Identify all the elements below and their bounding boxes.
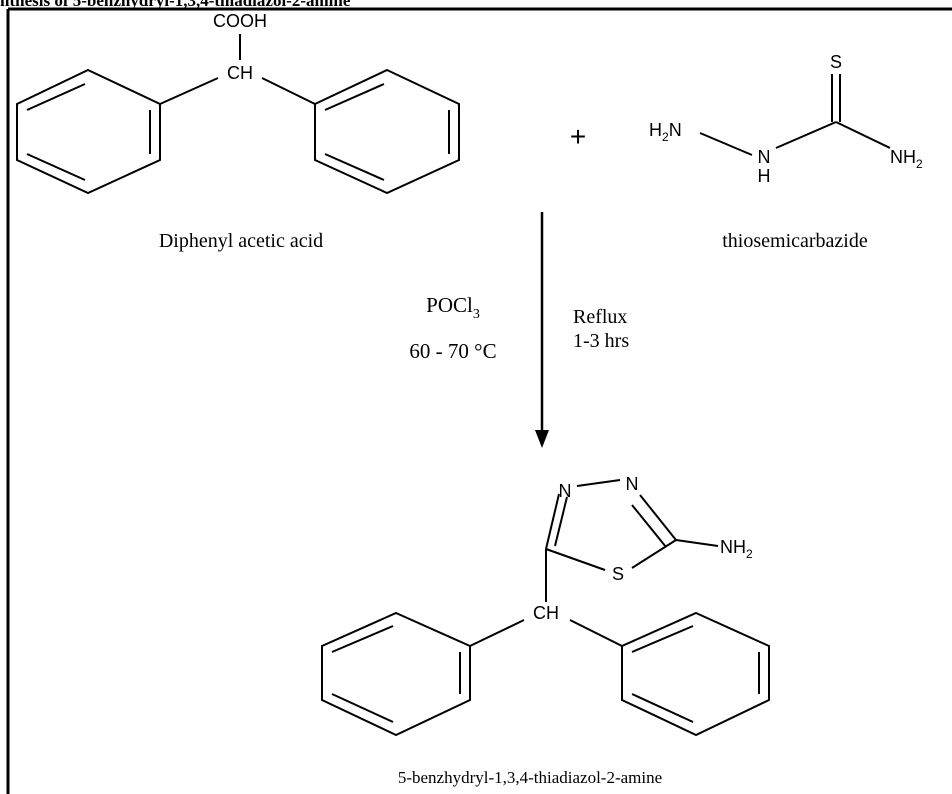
cooh-label: COOH [213,11,267,31]
time-label: 1-3 hrs [573,330,629,352]
scheme-frame [6,7,952,794]
product-s-label: S [612,564,624,584]
ch-label-reactant: CH [227,63,253,83]
reactant1-name: Diphenyl acetic acid [159,230,323,252]
reactant2-name: thiosemicarbazide [722,230,868,252]
thio-nh2-label: NH2 [890,147,923,171]
temperature-label: 60 - 70 °C [409,339,496,363]
reflux-label: Reflux [573,306,627,328]
reaction-arrow [535,212,549,448]
nh-h-label: H [758,166,771,186]
diphenyl-acetic-acid-structure [16,34,460,195]
product-nh2-label: NH2 [720,537,753,561]
nh-n-label: N [758,147,771,167]
plus-sign: + [570,121,586,152]
product-n2-label: N [626,474,639,494]
product-name: 5-benzhydryl-1,3,4-thiadiazol-2-amine [398,768,662,787]
product-structure [321,479,770,737]
ch-label-product: CH [533,603,559,623]
thiosemicarbazide-structure [699,74,891,156]
thio-s-label: S [830,52,842,72]
h2n-label: H2N [649,120,682,144]
page-title: nthesis of 5-benzhydryl-1,3,4-thiadiazol… [0,0,351,10]
reagent-label: POCl3 [426,293,480,322]
product-n1-label: N [559,481,572,501]
